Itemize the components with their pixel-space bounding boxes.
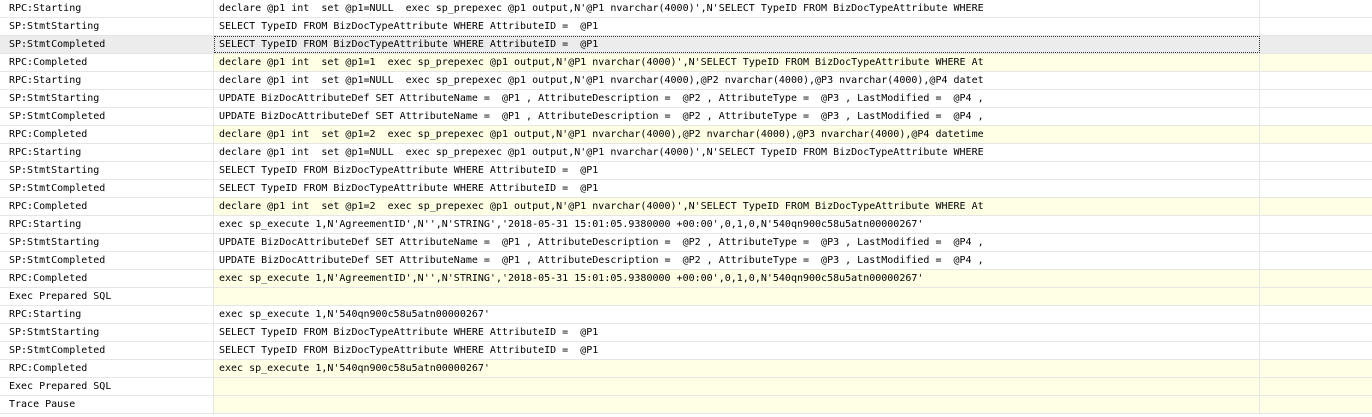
extra-column-cell (1260, 162, 1372, 179)
trace-row-13[interactable]: SP:StmtStarting UPDATE BizDocAttributeDe… (0, 234, 1372, 252)
text-data-cell (214, 396, 1260, 413)
text-data-cell: SELECT TypeID FROM BizDocTypeAttribute W… (214, 162, 1260, 179)
text-data-cell: SELECT TypeID FROM BizDocTypeAttribute W… (214, 342, 1260, 359)
extra-column-cell (1260, 234, 1372, 251)
event-class-cell: RPC:Starting (0, 0, 214, 17)
extra-column-cell (1260, 360, 1372, 377)
event-class-cell: Exec Prepared SQL (0, 288, 214, 305)
text-data-cell: exec sp_execute 1,N'540qn900c58u5atn0000… (214, 306, 1260, 323)
event-class-cell: RPC:Completed (0, 54, 214, 71)
extra-column-cell (1260, 378, 1372, 395)
extra-column-cell (1260, 180, 1372, 197)
extra-column-cell (1260, 396, 1372, 413)
text-data-cell: declare @p1 int set @p1=NULL exec sp_pre… (214, 144, 1260, 161)
trace-row-15[interactable]: RPC:Completed exec sp_execute 1,N'Agreem… (0, 270, 1372, 288)
trace-row-18[interactable]: SP:StmtStarting SELECT TypeID FROM BizDo… (0, 324, 1372, 342)
text-data-cell: declare @p1 int set @p1=2 exec sp_prepex… (214, 198, 1260, 215)
event-class-cell: SP:StmtStarting (0, 234, 214, 251)
event-class-cell: RPC:Starting (0, 72, 214, 89)
text-data-cell (214, 288, 1260, 305)
extra-column-cell (1260, 36, 1372, 53)
text-data-cell: UPDATE BizDocAttributeDef SET AttributeN… (214, 90, 1260, 107)
text-data-cell: exec sp_execute 1,N'AgreementID',N'',N'S… (214, 270, 1260, 287)
trace-row-4[interactable]: RPC:Starting declare @p1 int set @p1=NUL… (0, 72, 1372, 90)
event-class-cell: RPC:Starting (0, 216, 214, 233)
text-data-cell: SELECT TypeID FROM BizDocTypeAttribute W… (214, 36, 1260, 53)
event-class-cell: SP:StmtStarting (0, 324, 214, 341)
text-data-cell: SELECT TypeID FROM BizDocTypeAttribute W… (214, 180, 1260, 197)
trace-row-3[interactable]: RPC:Completed declare @p1 int set @p1=1 … (0, 54, 1372, 72)
text-data-cell: UPDATE BizDocAttributeDef SET AttributeN… (214, 234, 1260, 251)
trace-row-19[interactable]: SP:StmtCompleted SELECT TypeID FROM BizD… (0, 342, 1372, 360)
extra-column-cell (1260, 324, 1372, 341)
trace-row-8[interactable]: RPC:Starting declare @p1 int set @p1=NUL… (0, 144, 1372, 162)
text-data-cell: declare @p1 int set @p1=NULL exec sp_pre… (214, 72, 1260, 89)
trace-row-14[interactable]: SP:StmtCompleted UPDATE BizDocAttributeD… (0, 252, 1372, 270)
trace-row-16[interactable]: Exec Prepared SQL (0, 288, 1372, 306)
event-class-cell: SP:StmtCompleted (0, 180, 214, 197)
extra-column-cell (1260, 216, 1372, 233)
event-class-cell: RPC:Completed (0, 198, 214, 215)
event-class-cell: SP:StmtCompleted (0, 108, 214, 125)
extra-column-cell (1260, 198, 1372, 215)
event-class-cell: SP:StmtStarting (0, 90, 214, 107)
extra-column-cell (1260, 270, 1372, 287)
trace-row-10[interactable]: SP:StmtCompleted SELECT TypeID FROM BizD… (0, 180, 1372, 198)
text-data-cell: SELECT TypeID FROM BizDocTypeAttribute W… (214, 324, 1260, 341)
trace-row-5[interactable]: SP:StmtStarting UPDATE BizDocAttributeDe… (0, 90, 1372, 108)
text-data-cell: SELECT TypeID FROM BizDocTypeAttribute W… (214, 18, 1260, 35)
event-class-cell: RPC:Completed (0, 360, 214, 377)
event-class-cell: SP:StmtCompleted (0, 36, 214, 53)
trace-row-6[interactable]: SP:StmtCompleted UPDATE BizDocAttributeD… (0, 108, 1372, 126)
trace-row-2[interactable]: SP:StmtCompleted SELECT TypeID FROM BizD… (0, 36, 1372, 54)
extra-column-cell (1260, 0, 1372, 17)
text-data-cell (214, 378, 1260, 395)
text-data-cell: declare @p1 int set @p1=NULL exec sp_pre… (214, 0, 1260, 17)
event-class-cell: Exec Prepared SQL (0, 378, 214, 395)
trace-row-17[interactable]: RPC:Starting exec sp_execute 1,N'540qn90… (0, 306, 1372, 324)
trace-row-22[interactable]: Trace Pause (0, 396, 1372, 414)
trace-row-11[interactable]: RPC:Completed declare @p1 int set @p1=2 … (0, 198, 1372, 216)
text-data-cell: UPDATE BizDocAttributeDef SET AttributeN… (214, 252, 1260, 269)
trace-row-0[interactable]: RPC:Starting declare @p1 int set @p1=NUL… (0, 0, 1372, 18)
event-class-cell: RPC:Completed (0, 270, 214, 287)
event-class-cell: SP:StmtCompleted (0, 252, 214, 269)
trace-row-9[interactable]: SP:StmtStarting SELECT TypeID FROM BizDo… (0, 162, 1372, 180)
text-data-cell: UPDATE BizDocAttributeDef SET AttributeN… (214, 108, 1260, 125)
extra-column-cell (1260, 108, 1372, 125)
text-data-cell: declare @p1 int set @p1=2 exec sp_prepex… (214, 126, 1260, 143)
trace-row-12[interactable]: RPC:Starting exec sp_execute 1,N'Agreeme… (0, 216, 1372, 234)
event-class-cell: Trace Pause (0, 396, 214, 413)
trace-row-7[interactable]: RPC:Completed declare @p1 int set @p1=2 … (0, 126, 1372, 144)
extra-column-cell (1260, 126, 1372, 143)
text-data-cell: exec sp_execute 1,N'540qn900c58u5atn0000… (214, 360, 1260, 377)
text-data-cell: exec sp_execute 1,N'AgreementID',N'',N'S… (214, 216, 1260, 233)
text-data-cell: declare @p1 int set @p1=1 exec sp_prepex… (214, 54, 1260, 71)
extra-column-cell (1260, 342, 1372, 359)
event-class-cell: RPC:Starting (0, 306, 214, 323)
extra-column-cell (1260, 252, 1372, 269)
extra-column-cell (1260, 18, 1372, 35)
extra-column-cell (1260, 288, 1372, 305)
trace-row-21[interactable]: Exec Prepared SQL (0, 378, 1372, 396)
event-class-cell: SP:StmtStarting (0, 162, 214, 179)
extra-column-cell (1260, 90, 1372, 107)
extra-column-cell (1260, 72, 1372, 89)
event-class-cell: RPC:Completed (0, 126, 214, 143)
extra-column-cell (1260, 306, 1372, 323)
event-class-cell: SP:StmtCompleted (0, 342, 214, 359)
extra-column-cell (1260, 144, 1372, 161)
extra-column-cell (1260, 54, 1372, 71)
event-class-cell: RPC:Starting (0, 144, 214, 161)
event-class-cell: SP:StmtStarting (0, 18, 214, 35)
trace-row-1[interactable]: SP:StmtStarting SELECT TypeID FROM BizDo… (0, 18, 1372, 36)
trace-row-20[interactable]: RPC:Completed exec sp_execute 1,N'540qn9… (0, 360, 1372, 378)
